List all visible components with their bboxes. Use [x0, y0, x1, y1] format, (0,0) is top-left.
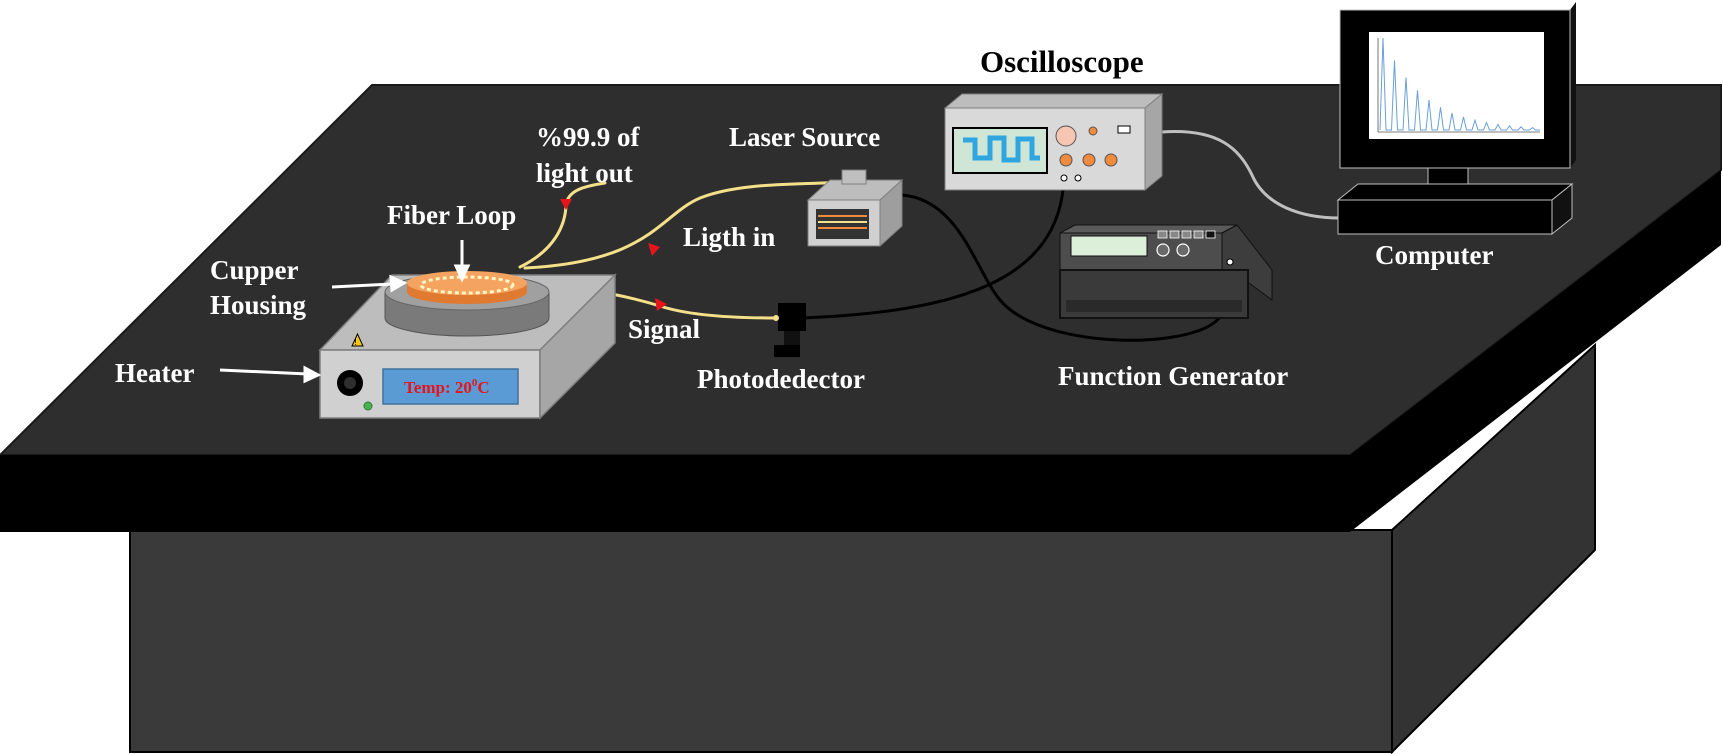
laser-side: [879, 178, 903, 248]
pd-post: [784, 331, 800, 345]
scope-knob-3[interactable]: [1104, 153, 1118, 167]
fg-button-5[interactable]: [1205, 230, 1216, 239]
label-computer: Computer: [1375, 240, 1493, 270]
scope-switch[interactable]: [1117, 125, 1131, 134]
label-light-out-1: %99.9 of: [536, 122, 641, 152]
scope-input-2: [1074, 174, 1082, 182]
knob-icon[interactable]: [337, 370, 363, 396]
label-cupper-2: Housing: [210, 290, 307, 320]
label-photodedector: Photodedector: [697, 364, 865, 394]
cupper-housing: [384, 271, 550, 337]
scope-knob-2[interactable]: [1082, 153, 1096, 167]
fg-knob-2[interactable]: [1176, 243, 1190, 257]
fiber-loop: [419, 275, 515, 295]
photodetector: [773, 303, 806, 357]
table-body-front: [129, 529, 1393, 753]
laser-connector: [841, 169, 867, 185]
monitor-side: [1570, 2, 1576, 168]
arrow-light-out: [560, 199, 572, 210]
copper-ring-top: [407, 271, 527, 295]
label-arrows: [219, 240, 471, 384]
fg-output: [1226, 258, 1234, 266]
table-top-front-edge: [0, 455, 1350, 532]
fg-button-1[interactable]: [1157, 230, 1168, 239]
label-ligth-in: Ligth in: [683, 222, 775, 252]
base-top: [1336, 183, 1574, 201]
label-laser-source: Laser Source: [729, 122, 880, 152]
fg-button-3[interactable]: [1181, 230, 1192, 239]
arrow-light-in: [648, 243, 660, 256]
label-light-out-2: light out: [536, 158, 633, 188]
label-oscilloscope: Oscilloscope: [980, 44, 1144, 79]
scope-knob-1[interactable]: [1059, 153, 1073, 167]
label-fiber-loop: Fiber Loop: [387, 200, 516, 230]
fg-button-2[interactable]: [1169, 230, 1180, 239]
scope-top: [943, 93, 1164, 109]
scope-knob-large[interactable]: [1055, 125, 1077, 147]
fg-stand-inner: [1066, 300, 1242, 312]
fiber-light-in: [523, 180, 844, 270]
label-signal: Signal: [628, 314, 701, 344]
monitor-plot: [1377, 37, 1540, 133]
label-cupper-1: Cupper: [210, 255, 299, 285]
table-top-side-edge: [1350, 170, 1721, 532]
arrow-heater: [219, 368, 309, 376]
pd-base: [774, 345, 800, 357]
label-function-generator: Function Generator: [1058, 361, 1288, 391]
arrow-cupper-housing: [331, 282, 394, 289]
fg-button-4[interactable]: [1193, 230, 1204, 239]
label-heater: Heater: [115, 358, 194, 388]
laser-source: [806, 169, 904, 248]
function-generator: [1059, 224, 1273, 319]
fg-display: [1070, 235, 1148, 257]
computer: [1336, 2, 1576, 236]
fg-knob-1[interactable]: [1156, 243, 1170, 257]
cable-scope-to-computer: [1161, 130, 1341, 220]
svg-text:!: !: [354, 338, 357, 347]
heater-display-text: Temp: 200C: [404, 377, 490, 397]
monitor-screen: [1369, 32, 1544, 139]
arrow-signal: [655, 298, 667, 311]
power-led: [363, 401, 373, 411]
heater-side: [539, 273, 616, 420]
laser-aperture: [816, 209, 869, 239]
scope-knob-small[interactable]: [1088, 126, 1098, 136]
base-side: [1551, 182, 1573, 236]
monitor-waveform: [1379, 37, 1540, 131]
scope-side: [1144, 92, 1163, 192]
table-body-side: [1391, 342, 1596, 754]
heater-display: [382, 368, 519, 405]
labels: Oscilloscope Laser Source %99.9 of light…: [115, 44, 1493, 394]
base-front: [1337, 199, 1553, 235]
scope-waveform: [963, 135, 1040, 163]
scope-input-1: [1060, 174, 1068, 182]
pd-head: [778, 303, 806, 331]
warning-icon: !: [351, 332, 364, 347]
oscilloscope: [943, 92, 1164, 192]
